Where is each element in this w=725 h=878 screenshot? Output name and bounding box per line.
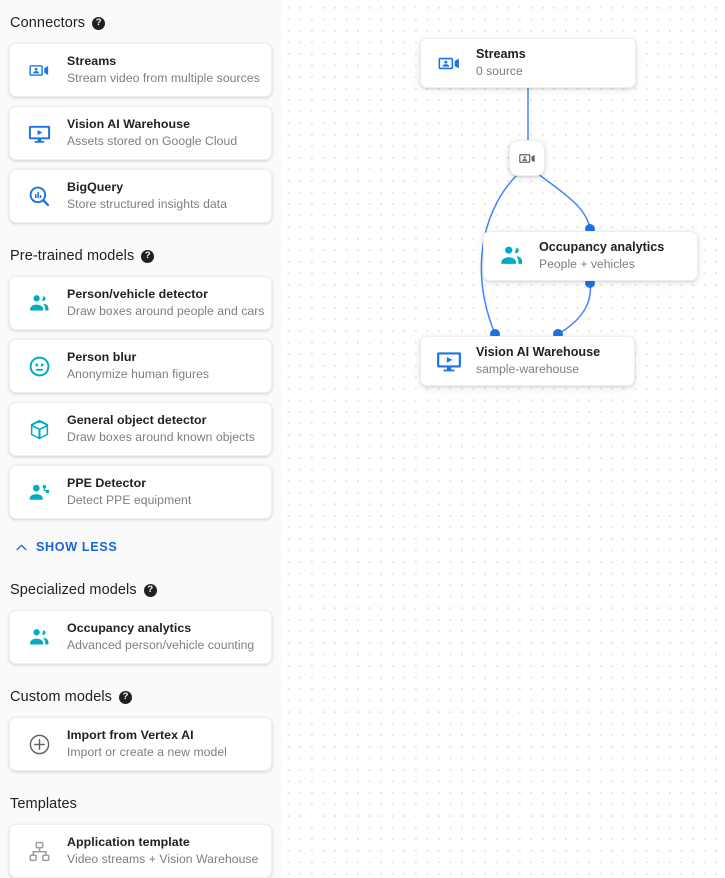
- sidebar-item-title: Occupancy analytics: [67, 621, 192, 635]
- bigquery-search-chart-icon: [22, 181, 56, 211]
- sidebar-item-title: PPE Detector: [67, 476, 147, 490]
- help-icon[interactable]: ?: [92, 16, 106, 30]
- graph-node-subtitle: People + vehicles: [539, 257, 635, 271]
- sidebar-item-subtitle: Store structured insights data: [67, 197, 228, 211]
- sidebar-item-bigquery[interactable]: BigQuery Store structured insights data: [9, 169, 272, 223]
- sidebar-item-subtitle: Assets stored on Google Cloud: [67, 134, 238, 148]
- graph-node-title: Vision AI Warehouse: [476, 345, 601, 359]
- sidebar-item-title: Person/vehicle detector: [67, 287, 208, 301]
- section-header-templates: Templates: [9, 793, 272, 815]
- help-icon[interactable]: ?: [119, 690, 133, 704]
- sidebar-item-title: Vision AI Warehouse: [67, 117, 191, 131]
- help-icon[interactable]: ?: [141, 249, 155, 263]
- video-camera-icon: [434, 48, 464, 78]
- section-title: Connectors: [10, 15, 86, 31]
- sidebar-item-subtitle: Detect PPE equipment: [67, 493, 192, 507]
- section-header-pre-trained-models: Pre-trained models ?: [9, 245, 272, 267]
- graph-node-title: Occupancy analytics: [539, 240, 665, 254]
- graph-edges: [480, 53, 595, 339]
- sidebar-item-subtitle: Draw boxes around people and cars: [67, 304, 265, 318]
- sidebar-item-occupancy-analytics[interactable]: Occupancy analytics Advanced person/vehi…: [9, 610, 272, 664]
- sidebar-item-application-template[interactable]: Application template Video streams + Vis…: [9, 824, 272, 878]
- ppe-person-icon: [22, 477, 56, 507]
- edge-occupancy-to-warehouse: [557, 282, 592, 335]
- people-icon: [22, 622, 56, 652]
- section-header-specialized-models: Specialized models ?: [9, 579, 272, 601]
- section-title: Pre-trained models: [10, 248, 135, 264]
- sidebar-item-subtitle: Draw boxes around known objects: [67, 430, 255, 444]
- graph-chip-stream[interactable]: [509, 140, 545, 176]
- section-title: Custom models: [10, 689, 113, 705]
- sidebar-item-general-object-detector[interactable]: General object detector Draw boxes aroun…: [9, 402, 272, 456]
- sidebar-item-person-vehicle-detector[interactable]: Person/vehicle detector Draw boxes aroun…: [9, 276, 272, 330]
- graph-node-title: Streams: [476, 47, 526, 61]
- sidebar-item-streams[interactable]: Streams Stream video from multiple sourc…: [9, 43, 272, 97]
- video-camera-icon: [22, 55, 56, 85]
- people-icon: [22, 288, 56, 318]
- cube-icon: [22, 414, 56, 444]
- people-icon: [497, 241, 527, 271]
- face-blur-icon: [22, 351, 56, 381]
- account-tree-icon: [22, 836, 56, 866]
- sidebar-item-title: BigQuery: [67, 180, 124, 194]
- graph-node-streams[interactable]: Streams 0 source: [420, 38, 636, 88]
- sidebar-item-person-blur[interactable]: Person blur Anonymize human figures: [9, 339, 272, 393]
- sidebar-item-title: Import from Vertex AI: [67, 728, 194, 742]
- plus-circle-icon: [22, 729, 56, 759]
- sidebar-item-title: Application template: [67, 835, 190, 849]
- graph-node-subtitle: sample-warehouse: [476, 362, 579, 376]
- sidebar-item-import-from-vertex-ai[interactable]: Import from Vertex AI Import or create a…: [9, 717, 272, 771]
- sidebar-item-subtitle: Stream video from multiple sources: [67, 71, 260, 85]
- graph-canvas[interactable]: Streams 0 source Occupancy analytics Peo…: [281, 0, 725, 878]
- help-icon[interactable]: ?: [143, 583, 157, 597]
- show-less-button[interactable]: SHOW LESS: [9, 537, 272, 557]
- video-monitor-icon: [22, 118, 56, 148]
- sidebar-item-subtitle: Import or create a new model: [67, 745, 227, 759]
- chevron-up-icon: [14, 540, 29, 555]
- sidebar-item-title: General object detector: [67, 413, 207, 427]
- show-less-label: SHOW LESS: [36, 540, 118, 554]
- graph-node-subtitle: 0 source: [476, 64, 523, 78]
- sidebar-item-title: Streams: [67, 54, 117, 68]
- graph-node-occupancy-analytics[interactable]: Occupancy analytics People + vehicles: [483, 231, 698, 281]
- sidebar: Connectors ? Streams Stream video from m…: [0, 0, 281, 878]
- section-title: Specialized models: [10, 582, 137, 598]
- sidebar-item-subtitle: Anonymize human figures: [67, 367, 210, 381]
- sidebar-item-subtitle: Video streams + Vision Warehouse: [67, 852, 259, 866]
- section-header-connectors: Connectors ?: [9, 12, 272, 34]
- graph-node-vision-ai-warehouse[interactable]: Vision AI Warehouse sample-warehouse: [420, 336, 635, 386]
- sidebar-item-ppe-detector[interactable]: PPE Detector Detect PPE equipment: [9, 465, 272, 519]
- sidebar-item-title: Person blur: [67, 350, 137, 364]
- section-header-custom-models: Custom models ?: [9, 686, 272, 708]
- video-camera-icon: [518, 149, 537, 168]
- video-monitor-icon: [434, 346, 464, 376]
- edge-chip-to-occupancy: [537, 173, 591, 230]
- sidebar-item-subtitle: Advanced person/vehicle counting: [67, 638, 255, 652]
- section-title: Templates: [10, 796, 77, 812]
- sidebar-item-vision-ai-warehouse[interactable]: Vision AI Warehouse Assets stored on Goo…: [9, 106, 272, 160]
